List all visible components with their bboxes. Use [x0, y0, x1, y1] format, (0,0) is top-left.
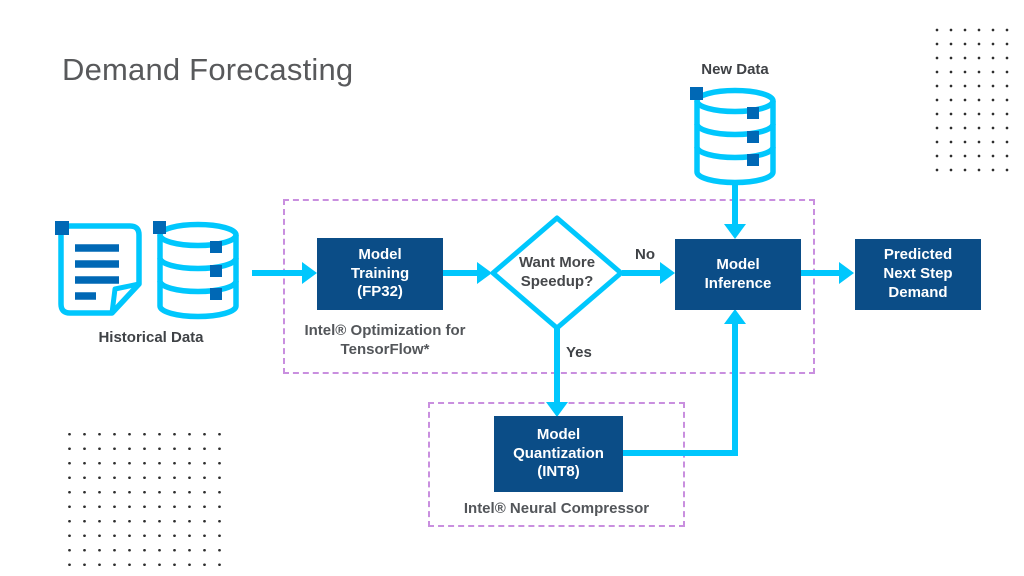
historical-data-label: Historical Data — [98, 329, 204, 346]
dot-grid-decoration — [62, 427, 227, 572]
database-icon — [152, 220, 244, 325]
edge-label-yes: Yes — [566, 344, 592, 361]
tensorflow-dashed-frame — [283, 199, 815, 374]
arrowhead-right-icon — [477, 262, 492, 284]
node-text: Inference — [704, 274, 772, 292]
node-text: Training — [350, 264, 410, 282]
node-text: Next Step — [883, 265, 953, 283]
connector-quantization-elbow-vertical — [732, 322, 738, 456]
model-training-node: Model Training (FP32) — [317, 238, 443, 310]
model-inference-node: Model Inference — [675, 239, 801, 310]
node-text: Quantization — [513, 444, 604, 462]
connector-newdata-to-inference — [732, 182, 738, 225]
dot-grid-decoration — [930, 23, 1014, 177]
tensorflow-framework-label: Intel® Optimization for TensorFlow* — [272, 322, 498, 360]
page-title: Demand Forecasting — [62, 52, 354, 87]
connector-decision-yes-to-quantization — [554, 326, 560, 403]
arrowhead-down-icon — [546, 402, 568, 417]
neural-compressor-framework-label: Intel® Neural Compressor — [463, 500, 650, 517]
arrowhead-right-icon — [660, 262, 675, 284]
edge-label-no: No — [635, 246, 655, 263]
new-data-label: New Data — [701, 61, 769, 78]
arrowhead-right-icon — [839, 262, 854, 284]
node-text: Demand — [888, 283, 948, 301]
decision-text-line: Want More — [518, 254, 596, 272]
node-text: Predicted — [883, 246, 953, 264]
document-icon — [55, 221, 143, 326]
arrowhead-up-icon — [724, 309, 746, 324]
tensorflow-label-line2: TensorFlow* — [340, 340, 430, 358]
arrowhead-down-icon — [724, 224, 746, 239]
speedup-decision-diamond: Want More Speedup? — [490, 215, 624, 331]
node-text: (FP32) — [357, 283, 403, 301]
model-quantization-node: Model Quantization (INT8) — [494, 416, 623, 492]
node-text: (INT8) — [537, 463, 580, 481]
arrowhead-right-icon — [302, 262, 317, 284]
decision-text-line: Speedup? — [520, 273, 594, 290]
connector-quantization-elbow-horizontal — [623, 450, 738, 456]
tensorflow-label-line1: Intel® Optimization for — [304, 322, 466, 339]
predicted-demand-node: Predicted Next Step Demand — [855, 239, 981, 310]
node-text: Model — [716, 255, 760, 273]
connector-training-to-decision — [443, 270, 479, 276]
connector-decision-no-to-inference — [622, 270, 662, 276]
connector-historical-to-training — [252, 270, 304, 276]
database-icon — [689, 86, 781, 191]
node-text: Model — [358, 245, 402, 263]
connector-inference-to-predicted — [801, 270, 841, 276]
node-text: Model — [536, 425, 581, 443]
decision-text: Want More Speedup? — [490, 215, 624, 331]
